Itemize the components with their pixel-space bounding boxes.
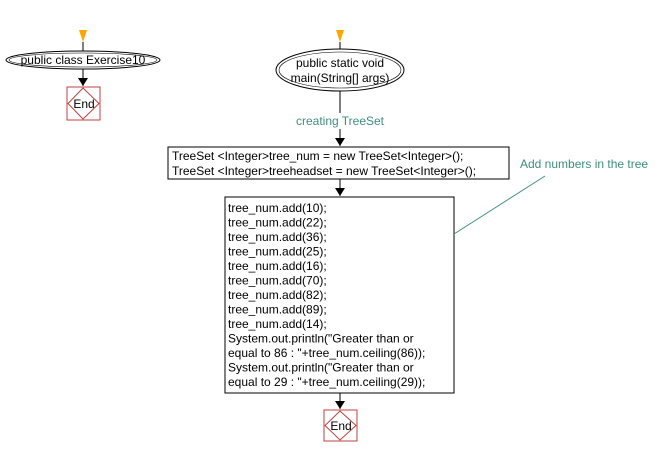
main-start-group: public static void main(String[] args) xyxy=(275,30,405,92)
declaration-line-1: TreeSet <Integer>tree_num = new TreeSet<… xyxy=(172,149,463,163)
body-line: equal to 29 : "+tree_num.ceiling(29)); xyxy=(228,375,425,389)
body-line: tree_num.add(82); xyxy=(228,288,327,302)
class-end-label: End xyxy=(73,97,94,111)
class-end-diamond xyxy=(67,87,100,120)
section-label: creating TreeSet xyxy=(296,114,385,128)
declaration-box-group: TreeSet <Integer>tree_num = new TreeSet<… xyxy=(167,146,510,180)
class-end-arrow-icon xyxy=(78,78,88,86)
comment-connector-line xyxy=(453,175,546,235)
body-box-group: tree_num.add(10);tree_num.add(22);tree_n… xyxy=(224,196,455,394)
declaration-arrow-icon xyxy=(335,138,345,146)
body-line: tree_num.add(14); xyxy=(228,317,327,331)
body-line: System.out.println("Greater than or xyxy=(228,332,414,346)
main-end-group: End xyxy=(323,393,358,442)
section-label-background xyxy=(288,113,392,129)
body-line: tree_num.add(36); xyxy=(228,230,327,244)
main-to-declaration-group: creating TreeSet xyxy=(288,91,392,146)
body-lines: tree_num.add(10);tree_num.add(22);tree_n… xyxy=(228,201,425,389)
declaration-to-body-group xyxy=(335,179,345,196)
body-box[interactable] xyxy=(224,196,455,394)
class-start-group: public class Exercise10 xyxy=(5,30,161,70)
body-line: tree_num.add(16); xyxy=(228,259,327,273)
main-start-label-line-1: public static void xyxy=(296,56,384,70)
body-line: tree_num.add(10); xyxy=(228,201,327,215)
main-end-label: End xyxy=(330,419,351,433)
body-line: tree_num.add(22); xyxy=(228,216,327,230)
main-end-arrow-icon xyxy=(335,401,345,409)
body-arrow-icon xyxy=(335,188,345,196)
main-start-label-line-2: main(String[] args) xyxy=(291,71,390,85)
main-start-marker xyxy=(336,30,344,42)
body-line: equal to 86 : "+tree_num.ceiling(86)); xyxy=(228,346,425,360)
body-line: tree_num.add(89); xyxy=(228,303,327,317)
class-end-box[interactable] xyxy=(66,86,101,121)
body-line: tree_num.add(25); xyxy=(228,245,327,259)
body-line: System.out.println("Greater than or xyxy=(228,361,414,375)
comment-text: Add numbers in the tree xyxy=(520,157,648,171)
declaration-box[interactable] xyxy=(167,146,510,180)
body-line: tree_num.add(70); xyxy=(228,274,327,288)
main-end-box[interactable] xyxy=(323,409,358,442)
class-start-marker xyxy=(79,30,87,42)
class-start-label: public class Exercise10 xyxy=(21,53,146,67)
class-end-group: End xyxy=(66,69,101,121)
declaration-line-2: TreeSet <Integer>treeheadset = new TreeS… xyxy=(172,164,476,178)
main-end-diamond xyxy=(324,410,357,441)
comment-group: Add numbers in the tree xyxy=(453,157,648,235)
